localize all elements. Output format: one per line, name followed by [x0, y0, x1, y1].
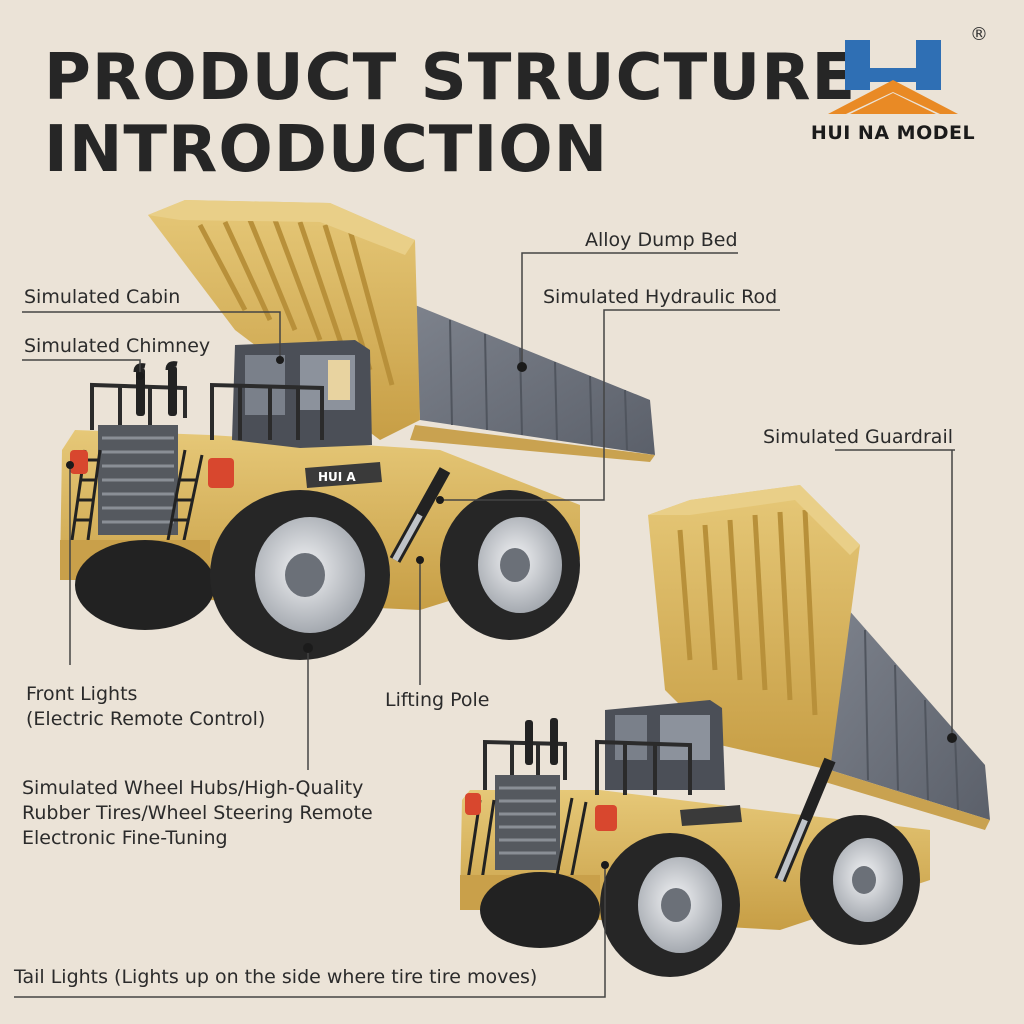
label-wheel-hubs-3: Electronic Fine-Tuning: [22, 827, 228, 849]
rear-wheel-2: [800, 815, 920, 945]
rear-wheel: [440, 490, 580, 640]
dump-bed-side: [415, 305, 655, 455]
label-front-lights: Front Lights: [26, 683, 138, 705]
label-simulated-guardrail: Simulated Guardrail: [763, 426, 954, 448]
leader-lines: [14, 252, 955, 998]
truck-front-view: HUI A: [60, 200, 655, 660]
leader-dots: [66, 356, 957, 869]
label-simulated-cabin: Simulated Cabin: [24, 286, 181, 308]
title-line-1: PRODUCT STRUCTURE: [44, 41, 857, 115]
title-line-2: INTRODUCTION: [44, 113, 609, 187]
label-simulated-chimney: Simulated Chimney: [24, 335, 211, 357]
front-wheel: [210, 490, 390, 660]
brand-name: HUI NA MODEL: [810, 122, 976, 144]
label-tail-lights: Tail Lights (Lights up on the side where…: [14, 966, 538, 988]
label-wheel-hubs-2: Rubber Tires/Wheel Steering Remote: [22, 802, 373, 824]
label-alloy-dump-bed: Alloy Dump Bed: [585, 229, 738, 251]
label-simulated-hydraulic-rod: Simulated Hydraulic Rod: [543, 286, 778, 308]
dump-bed-side-2: [830, 600, 990, 820]
page-title: PRODUCT STRUCTURE INTRODUCTION: [44, 42, 856, 186]
hui-na-h-logo-icon: [828, 40, 958, 114]
truck-side-view: [460, 485, 990, 977]
chimney: [136, 368, 145, 416]
front-light-left: [70, 450, 88, 474]
brand-logo: ® HUI NA MODEL: [790, 24, 1000, 160]
label-front-lights-sub: (Electric Remote Control): [26, 708, 266, 730]
front-light-right: [208, 458, 234, 488]
label-wheel-hubs-1: Simulated Wheel Hubs/High-Quality: [22, 777, 364, 799]
truck-badge: HUI A: [318, 470, 356, 484]
registered-mark: ®: [970, 24, 988, 45]
label-lifting-pole: Lifting Pole: [385, 689, 490, 711]
front-wheel-2: [600, 833, 740, 977]
